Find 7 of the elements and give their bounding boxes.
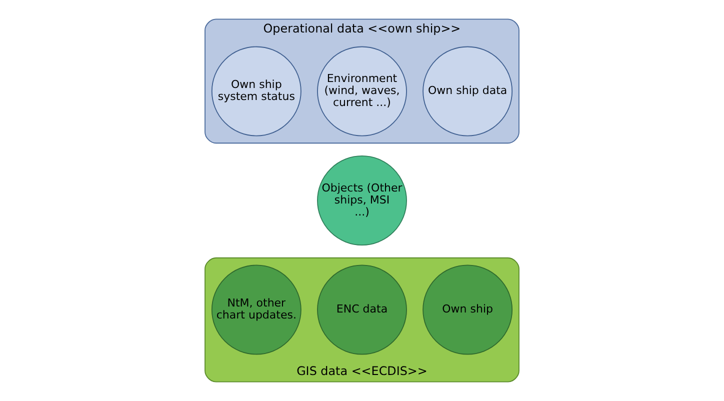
node-circle: ENC data	[317, 264, 407, 355]
node-circle: Own ship data	[422, 46, 513, 136]
node-circle: Own ship system status	[211, 46, 302, 136]
node-circle: Objects (Other ships, MSI ...)	[317, 156, 407, 246]
node-circle: Environment (wind, waves, current ...)	[317, 46, 407, 136]
node-circle: NtM, other chart updates.	[211, 264, 302, 355]
node-circle: Own ship	[422, 264, 513, 355]
